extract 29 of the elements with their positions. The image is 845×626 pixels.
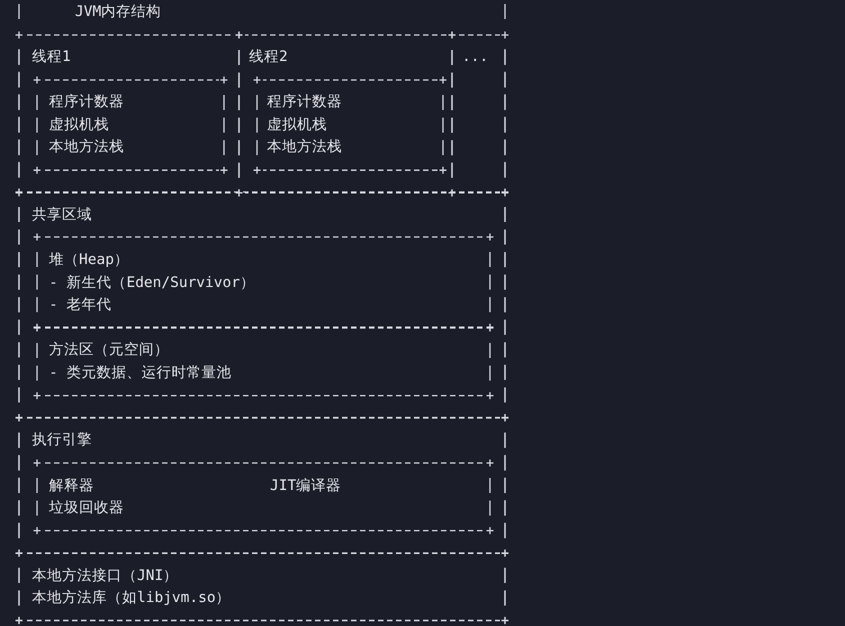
section-heading: 执行引擎	[32, 431, 92, 450]
list-item: - 新生代（Eden/Survivor）	[49, 274, 255, 293]
memory-area-box	[32, 322, 495, 400]
list-item: 本地方法栈	[267, 138, 342, 158]
list-item: - 类元数据、运行时常量池	[49, 364, 232, 383]
list-item: 堆（Heap）	[49, 251, 129, 270]
section-heading: 共享区域	[32, 206, 92, 225]
list-item: 本地方法栈	[49, 138, 124, 158]
list-item: 本地方法接口（JNI）	[32, 566, 178, 586]
list-item: 虚拟机栈	[49, 116, 109, 135]
frame-title: JVM内存结构	[75, 3, 162, 22]
list-item: JIT编译器	[270, 476, 342, 496]
stack-area-box	[252, 74, 448, 175]
section-box	[14, 412, 510, 558]
list-item: 程序计数器	[49, 93, 124, 112]
component-box	[32, 458, 495, 536]
list-item: 方法区（元空间）	[49, 340, 169, 360]
list-item: 程序计数器	[267, 93, 342, 112]
stack-area-box	[32, 74, 229, 175]
section-box	[14, 548, 510, 626]
list-item: - 老年代	[49, 296, 112, 316]
list-item: 虚拟机栈	[267, 116, 327, 135]
list-item: 垃圾回收器	[49, 499, 124, 518]
list-item: 本地方法库（如libjvm.so）	[32, 588, 231, 608]
more-threads-cell	[447, 30, 510, 198]
ellipsis-text: ...	[462, 48, 488, 68]
thread-label: 线程1	[32, 48, 71, 68]
thread-label: 线程2	[249, 48, 288, 68]
list-item: 解释器	[49, 476, 94, 496]
